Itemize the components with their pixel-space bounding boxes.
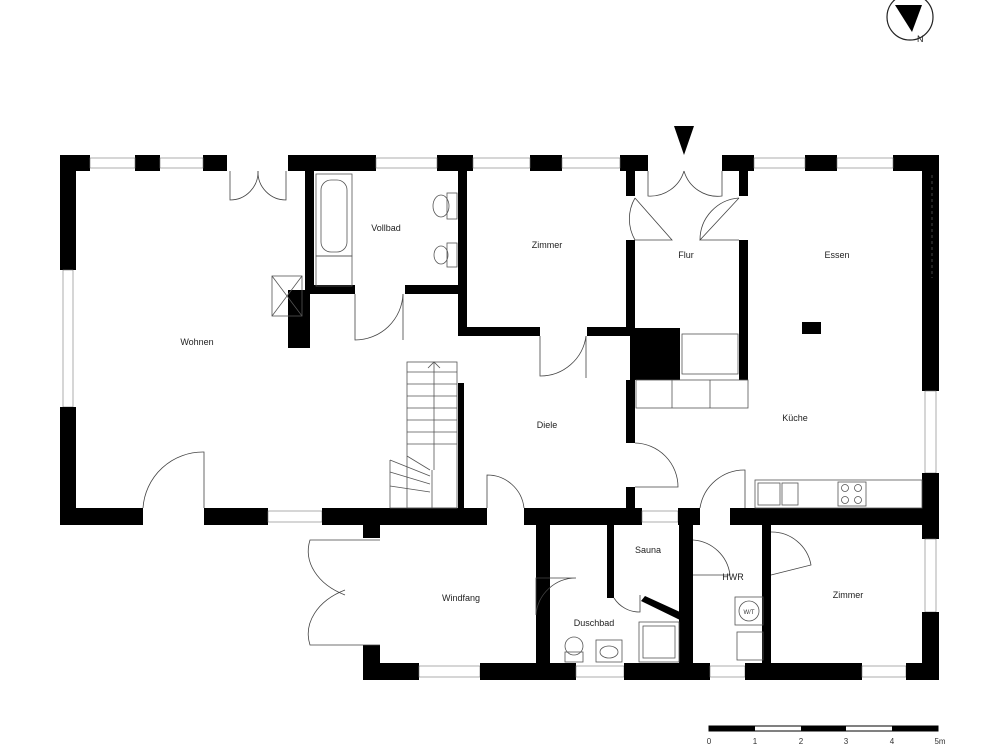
toilet-icon	[432, 192, 458, 220]
compass-arrow-icon	[895, 5, 922, 32]
compass: N	[886, 0, 934, 44]
washer-icon: W/T	[734, 596, 764, 661]
room-label-duschbad: Duschbad	[574, 618, 615, 628]
sink-icon	[595, 639, 623, 663]
compass-circle	[886, 0, 934, 41]
room-labels: Wohnen Vollbad Zimmer Flur Essen Küche D…	[180, 223, 863, 628]
room-label-flur: Flur	[678, 250, 694, 260]
sink-icon	[433, 242, 458, 268]
staircase	[389, 361, 458, 509]
room-label-vollbad: Vollbad	[371, 223, 401, 233]
scale-tick-3: 3	[844, 737, 849, 746]
room-label-essen: Essen	[824, 250, 849, 260]
shower-icon	[638, 621, 680, 663]
cooktop-icon	[837, 481, 867, 507]
scale-bar: 0 1 2 3 4 5m	[707, 725, 946, 746]
fixtures: W/T	[271, 173, 933, 663]
room-label-zimmer-top: Zimmer	[532, 240, 563, 250]
interior-walls	[288, 171, 821, 680]
scale-tick-1: 1	[753, 737, 758, 746]
entrance-arrow-icon	[674, 126, 694, 155]
room-label-hwr: HWR	[722, 572, 744, 582]
doors	[142, 170, 812, 646]
room-label-zimmer-bottom: Zimmer	[833, 590, 864, 600]
room-label-sauna: Sauna	[635, 545, 661, 555]
room-label-windfang: Windfang	[442, 593, 480, 603]
room-label-wohnen: Wohnen	[180, 337, 213, 347]
scale-tick-0: 0	[707, 737, 712, 746]
scale-tick-5: 5m	[934, 737, 945, 746]
exterior-walls	[60, 155, 939, 680]
scale-tick-2: 2	[799, 737, 804, 746]
bathtub-icon	[315, 173, 353, 287]
shaft-icon	[271, 275, 303, 317]
kitchen-counter	[754, 479, 923, 509]
room-label-kueche: Küche	[782, 413, 808, 423]
toilet-icon	[564, 636, 584, 663]
compass-north-label: N	[917, 34, 924, 44]
room-label-diele: Diele	[537, 420, 558, 430]
washer-label: W/T	[744, 610, 755, 616]
scale-tick-4: 4	[890, 737, 895, 746]
